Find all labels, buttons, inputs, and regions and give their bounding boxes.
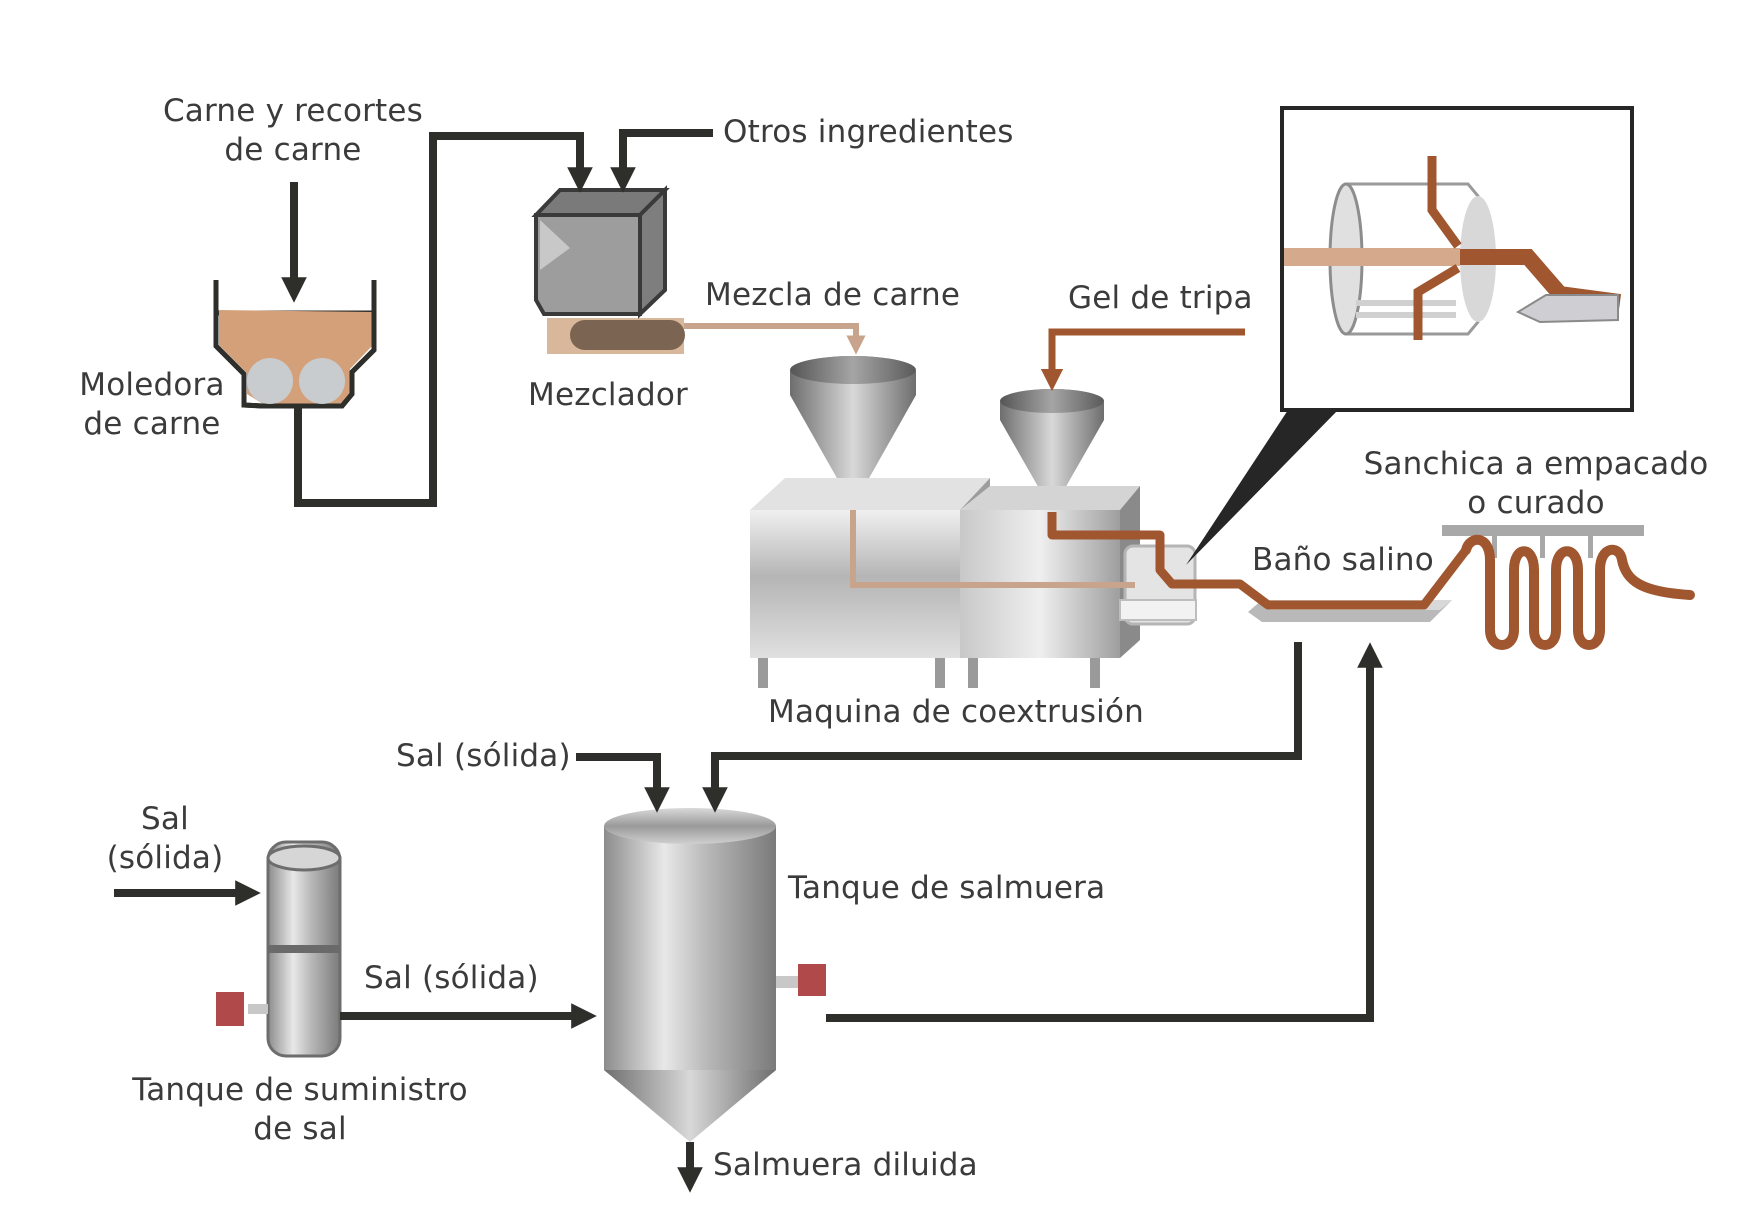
meat-grinder (213, 280, 377, 409)
salt-tank-valve (216, 992, 244, 1026)
label-output-line1: Sanchica a empacado (1363, 446, 1709, 482)
sausage-strand (1047, 512, 1470, 610)
label-mixer: Mezclador (528, 377, 688, 413)
label-salt-solid-top: Sal (sólida) (396, 738, 571, 774)
grinder-roller-right (299, 358, 345, 404)
brine-tank-valve (798, 964, 826, 996)
sausage-coil (1442, 525, 1695, 650)
label-salt-input-line1: Sal (141, 801, 189, 837)
brine-tank (604, 808, 826, 1142)
label-grinder-line1: Moledora (79, 367, 225, 403)
label-salt-supply-tank-line1: Tanque de suministro (132, 1072, 468, 1108)
salt-supply-tank (216, 840, 342, 1058)
grinder-roller-left (247, 358, 293, 404)
label-meat-input-line2: de carne (224, 132, 362, 168)
label-brine-bath: Baño salino (1252, 542, 1434, 578)
meat-mix-pipe (684, 323, 866, 355)
coextrusion-machine (750, 356, 1197, 688)
label-brine-tank: Tanque de salmuera (788, 870, 1106, 906)
label-salt-supply-tank: Tanque de suministro de sal (130, 1071, 470, 1149)
label-salt-solid-mid: Sal (sólida) (364, 960, 539, 996)
label-output: Sanchica a empacado o curado (1356, 445, 1716, 523)
label-grinder: Moledora de carne (72, 366, 232, 444)
label-other-ingredients: Otros ingredientes (723, 114, 1014, 150)
meat-internal-path (850, 510, 1135, 588)
label-salt-input-line2: (sólida) (106, 840, 224, 876)
label-output-line2: o curado (1467, 485, 1605, 521)
label-diluted-brine: Salmuera diluida (713, 1147, 978, 1183)
label-casing-gel: Gel de tripa (1068, 280, 1253, 316)
label-coextrusion-machine: Maquina de coextrusión (768, 694, 1144, 730)
label-salt-input: Sal (sólida) (100, 800, 230, 878)
casing-gel-pipe (1040, 328, 1245, 392)
extrusion-detail-callout (1186, 106, 1634, 565)
label-meat-mix: Mezcla de carne (705, 277, 961, 313)
label-grinder-line2: de carne (83, 406, 221, 442)
mixer (531, 185, 685, 354)
label-salt-supply-tank-line2: de sal (253, 1111, 347, 1147)
label-meat-input: Carne y recortes de carne (148, 92, 438, 170)
label-meat-input-line1: Carne y recortes (162, 93, 424, 129)
pipes (114, 129, 1383, 1193)
